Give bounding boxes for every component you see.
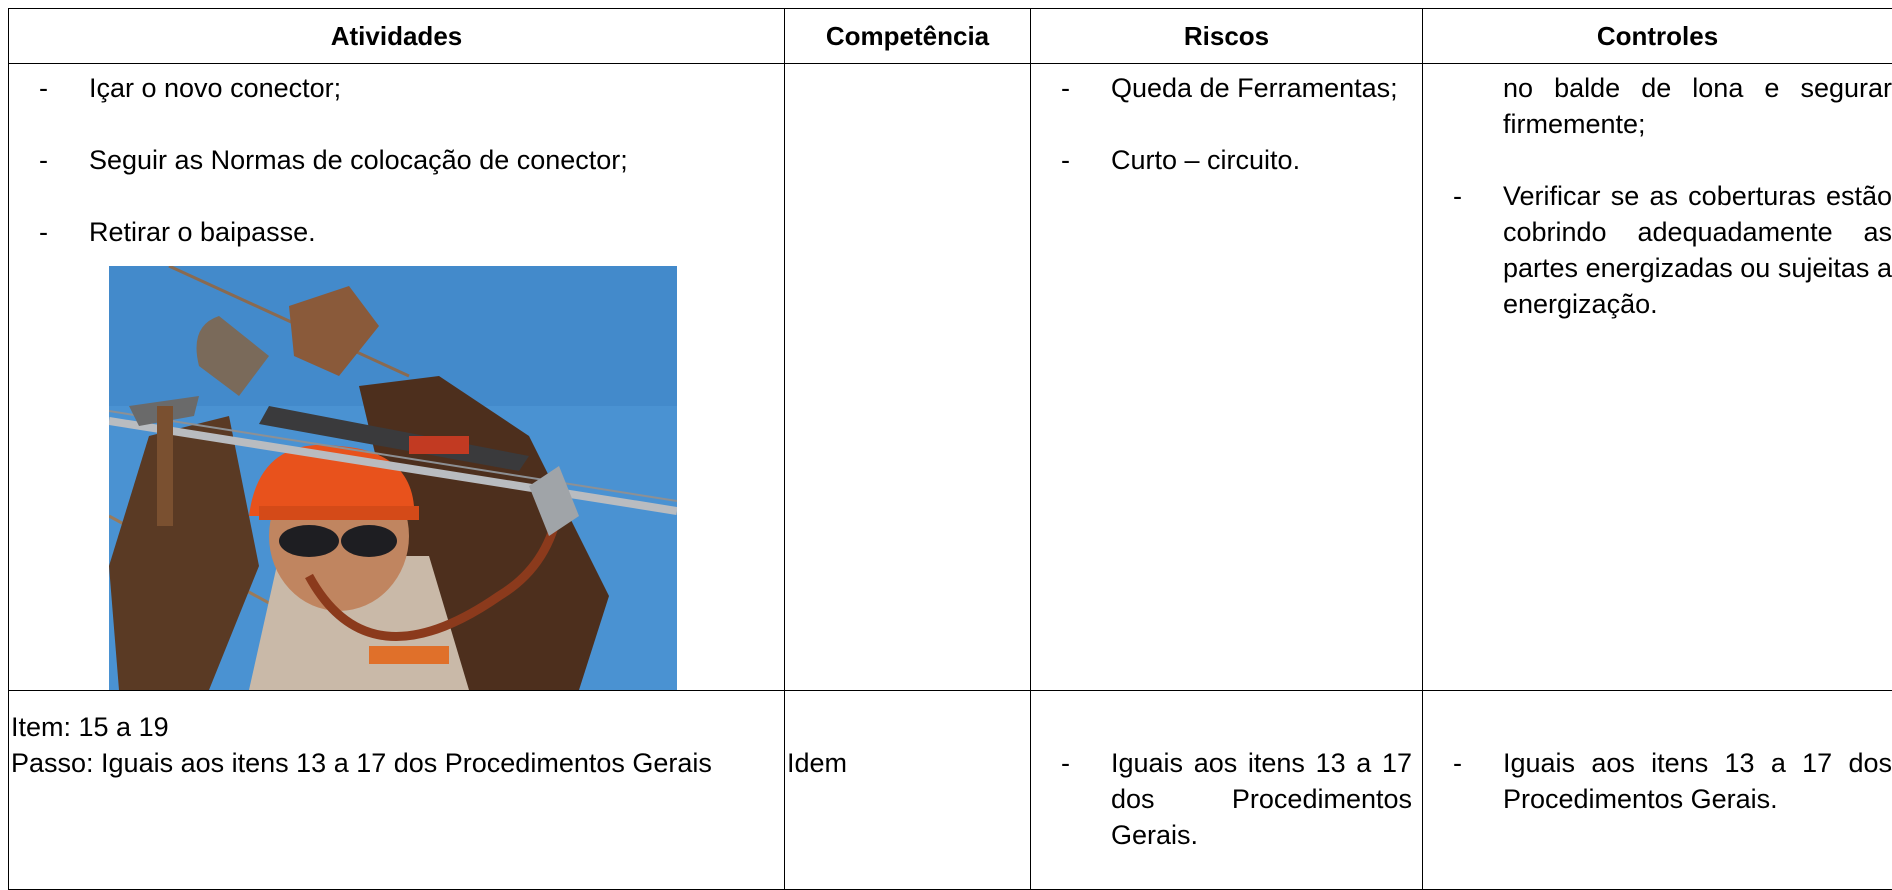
list-item: Içar o novo conector;	[9, 70, 784, 106]
header-activities: Atividades	[9, 9, 785, 64]
table-row: Içar o novo conector; Seguir as Normas d…	[9, 64, 1892, 691]
list-item: Queda de Ferramentas;	[1031, 70, 1422, 106]
item-cell: Item: 15 a 19 Passo: Iguais aos itens 13…	[9, 691, 785, 890]
list-item: Iguais aos itens 13 a 17 dos Procediment…	[1423, 745, 1892, 817]
controls-list: Verificar se as coberturas estão cobrind…	[1423, 178, 1892, 322]
competence-cell: Idem	[785, 691, 1031, 890]
list-item: Curto – circuito.	[1031, 142, 1422, 178]
step-text: Passo: Iguais aos itens 13 a 17 dos Proc…	[11, 745, 784, 781]
competence-text: Idem	[785, 691, 1030, 781]
list-item: Verificar se as coberturas estão cobrind…	[1423, 178, 1892, 322]
header-risks: Riscos	[1031, 9, 1423, 64]
list-item: Iguais aos itens 13 a 17 dos Procediment…	[1031, 745, 1422, 853]
header-controls: Controles	[1423, 9, 1892, 64]
table-row: Item: 15 a 19 Passo: Iguais aos itens 13…	[9, 691, 1892, 890]
risks-cell: Queda de Ferramentas; Curto – circuito.	[1031, 64, 1423, 691]
header-row: Atividades Competência Riscos Controles	[9, 9, 1892, 64]
procedure-table: Atividades Competência Riscos Controles …	[8, 8, 1892, 890]
risks-cell: Iguais aos itens 13 a 17 dos Procediment…	[1031, 691, 1423, 890]
lineman-photo-illustration	[109, 266, 677, 690]
activities-cell: Içar o novo conector; Seguir as Normas d…	[9, 64, 785, 691]
procedure-table-wrapper: Atividades Competência Riscos Controles …	[8, 8, 1892, 870]
activities-list: Içar o novo conector; Seguir as Normas d…	[9, 64, 784, 250]
controls-list: Iguais aos itens 13 a 17 dos Procediment…	[1423, 691, 1892, 817]
lineman-photo	[109, 266, 677, 690]
header-competence: Competência	[785, 9, 1031, 64]
risks-list: Iguais aos itens 13 a 17 dos Procediment…	[1031, 691, 1422, 853]
competence-cell	[785, 64, 1031, 691]
list-item: Seguir as Normas de colocação de conecto…	[9, 142, 784, 178]
item-block: Item: 15 a 19 Passo: Iguais aos itens 13…	[9, 691, 784, 781]
controls-cell: Iguais aos itens 13 a 17 dos Procediment…	[1423, 691, 1892, 890]
list-item: Retirar o baipasse.	[9, 214, 784, 250]
controls-cell: no balde de lona e segurar firmemente; V…	[1423, 64, 1892, 691]
controls-continuation-text: no balde de lona e segurar firmemente;	[1423, 64, 1892, 142]
risks-list: Queda de Ferramentas; Curto – circuito.	[1031, 64, 1422, 178]
item-range-text: Item: 15 a 19	[11, 709, 784, 745]
